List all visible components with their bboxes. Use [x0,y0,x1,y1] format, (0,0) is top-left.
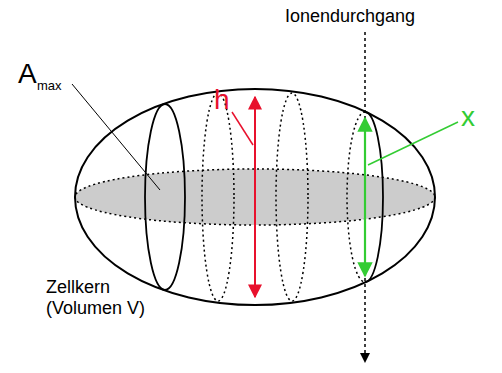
height-label: h [214,84,230,116]
nucleus-outline [75,89,435,305]
slice-outline [145,104,185,290]
leader-line [368,122,458,165]
leader-line [72,84,160,190]
ion-path [364,32,366,362]
height-arrow [254,97,256,297]
leader-line [232,112,253,145]
area-subscript: max [37,79,62,94]
path-label: Ionendurchgang [285,6,415,27]
slice-outline [365,112,383,282]
area-label: A [18,58,37,90]
chord-label: x [461,101,475,133]
chord-arrow [364,118,366,276]
slice-outline [202,93,234,301]
slice-outline [276,93,308,301]
nucleus-label: Zellkern (Volumen V) [46,277,158,318]
slice-outline [347,112,365,282]
